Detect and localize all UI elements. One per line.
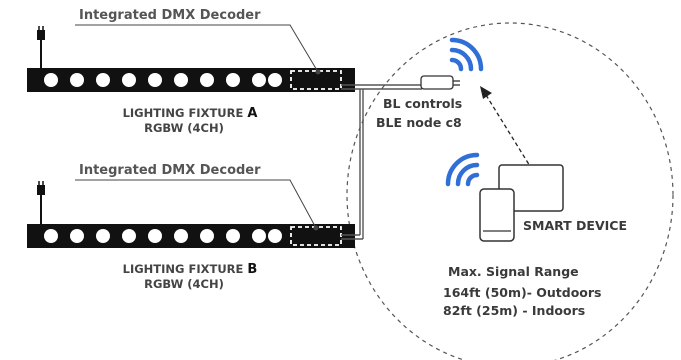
fixture-b-name: LIGHTING FIXTURE: [122, 262, 244, 276]
fixture-a-name: LIGHTING FIXTURE: [122, 106, 244, 120]
controller-box-icon: [420, 75, 460, 90]
power-plug-icon: [37, 181, 45, 226]
fixture-b-leds: [44, 229, 282, 243]
range-indoors: 82ft (25m) - Indoors: [443, 303, 586, 318]
led: [122, 73, 136, 87]
fixture-a-letter: A: [247, 106, 258, 121]
led: [122, 229, 136, 243]
smartphone-icon: [479, 188, 515, 242]
fixture-a-leader-line: [75, 24, 319, 73]
smart-device-label: SMART DEVICE: [523, 218, 628, 233]
fixture-b-spec: RGBW (4CH): [144, 277, 224, 291]
led: [268, 73, 282, 87]
fixture-b-leader-line: [75, 179, 317, 229]
led: [268, 229, 282, 243]
fixture-b-letter: B: [247, 262, 258, 277]
wifi-signal-icon: [449, 37, 484, 72]
controller-label-line2: BLE node c8: [376, 115, 462, 130]
led: [200, 73, 214, 87]
led: [252, 229, 266, 243]
led: [70, 229, 84, 243]
range-outdoors: 164ft (50m)- Outdoors: [443, 285, 602, 300]
led: [174, 73, 188, 87]
led: [226, 229, 240, 243]
fixture-a-title: LIGHTING FIXTURE A: [90, 106, 290, 121]
fixture-a-spec: RGBW (4CH): [144, 121, 224, 135]
controller-label-line1: BL controls: [383, 96, 463, 111]
led: [174, 229, 188, 243]
fixture-b-title: LIGHTING FIXTURE B: [90, 262, 290, 277]
decoder-label-b: Integrated DMX Decoder: [79, 163, 261, 178]
led: [252, 73, 266, 87]
signal-range-circle: [346, 22, 674, 360]
dmx-wiring: [341, 84, 422, 240]
tablet-icon: [498, 164, 564, 212]
led: [226, 73, 240, 87]
power-plug-icon: [37, 26, 45, 69]
led: [44, 229, 58, 243]
wifi-signal-icon: [445, 152, 480, 187]
led: [70, 73, 84, 87]
led: [200, 229, 214, 243]
led: [96, 73, 110, 87]
range-title: Max. Signal Range: [448, 264, 579, 279]
led: [96, 229, 110, 243]
decoder-label-a: Integrated DMX Decoder: [79, 8, 261, 23]
fixture-a-leds: [44, 73, 282, 87]
led: [44, 73, 58, 87]
led: [148, 73, 162, 87]
led: [148, 229, 162, 243]
